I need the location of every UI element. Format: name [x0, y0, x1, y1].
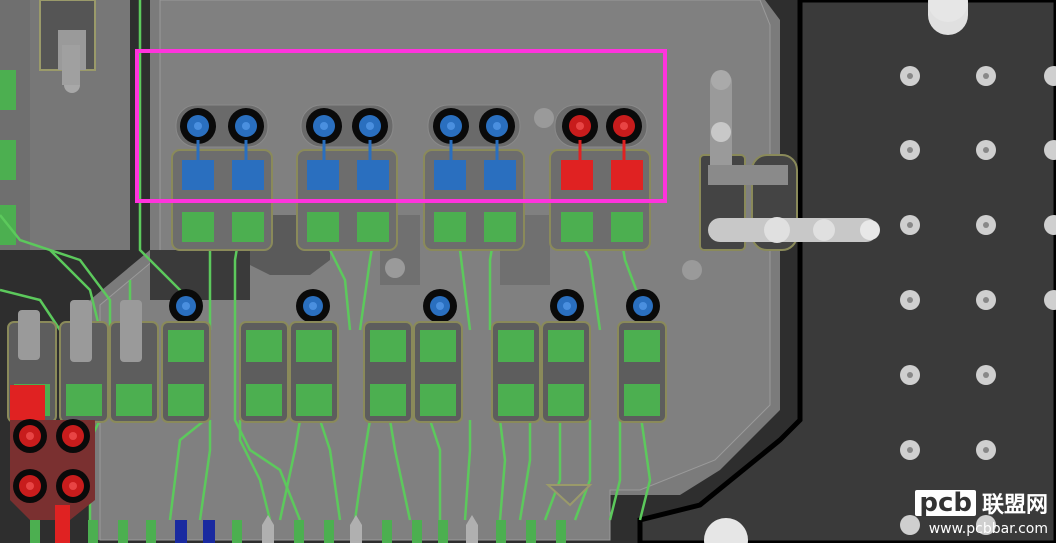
via-icon [187, 115, 635, 137]
red-component [10, 385, 95, 543]
watermark-brand: 联盟网 [981, 493, 1048, 518]
watermark: pcb 联盟网 www.pcbbar.com [915, 487, 1048, 537]
highlight-box [135, 49, 667, 203]
via-row [175, 104, 702, 280]
right-component [699, 70, 880, 251]
mid-via-row [169, 289, 660, 323]
ground-via-grid [704, 0, 1056, 543]
watermark-logo: pcb [915, 490, 976, 516]
watermark-url: www.pcbbar.com [928, 521, 1048, 537]
left-green-pads [0, 70, 16, 245]
lower-pad-row [7, 300, 667, 423]
bottom-pins [30, 484, 593, 543]
